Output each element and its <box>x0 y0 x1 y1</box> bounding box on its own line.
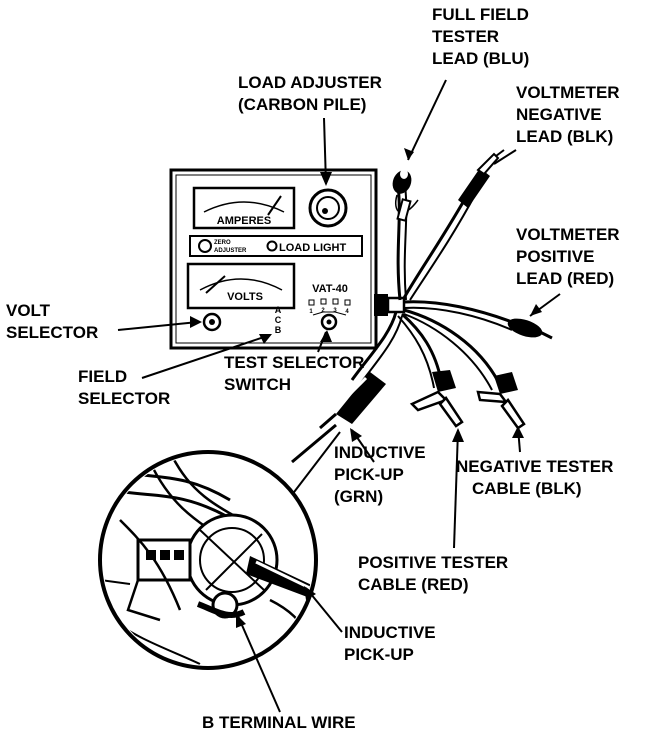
svg-text:LOAD ADJUSTER: LOAD ADJUSTER <box>238 73 382 92</box>
voltmeter-negative-probe <box>458 149 505 208</box>
svg-text:VOLT: VOLT <box>6 301 51 320</box>
switch-pos-3: 3 <box>333 308 337 314</box>
switch-pos-1: 1 <box>309 309 313 315</box>
callout-voltmeter-negative-lead: VOLTMETER NEGATIVE LEAD (BLK) <box>516 83 620 146</box>
alternator-detail <box>98 423 341 670</box>
leader-lines <box>117 79 561 713</box>
svg-text:TEST SELECTOR: TEST SELECTOR <box>224 353 364 372</box>
svg-text:B TERMINAL WIRE: B TERMINAL WIRE <box>202 713 356 732</box>
svg-text:INDUCTIVE: INDUCTIVE <box>334 443 426 462</box>
ammeter: AMPERES <box>192 186 296 230</box>
positive-tester-clamp <box>409 370 464 428</box>
svg-text:SELECTOR: SELECTOR <box>78 389 170 408</box>
zero-adjuster-strip: ZERO ADJUSTER LOAD LIGHT <box>189 235 363 257</box>
callout-positive-tester-cable: POSITIVE TESTER CABLE (RED) <box>358 553 508 594</box>
load-light-lamp <box>266 240 278 252</box>
svg-text:FIELD: FIELD <box>78 367 127 386</box>
svg-text:CABLE (BLK): CABLE (BLK) <box>472 479 582 498</box>
selector-pos-a: A <box>275 305 282 315</box>
callout-volt-selector: VOLT SELECTOR <box>6 301 98 342</box>
callout-load-adjuster: LOAD ADJUSTER (CARBON PILE) <box>238 73 382 114</box>
zero-adjuster-label-2: ADJUSTER <box>214 248 247 254</box>
svg-text:PICK-UP: PICK-UP <box>334 465 404 484</box>
callout-inductive-pickup-grn: INDUCTIVE PICK-UP (GRN) <box>334 443 426 506</box>
zero-adjuster-label-1: ZERO <box>214 240 231 246</box>
test-selector-knob[interactable] <box>320 313 338 331</box>
tester-housing-inner <box>175 174 372 344</box>
svg-text:LEAD (BLU): LEAD (BLU) <box>432 49 529 68</box>
svg-text:POSITIVE: POSITIVE <box>516 247 594 266</box>
load-adjuster-knob[interactable] <box>308 188 348 228</box>
svg-text:CABLE (RED): CABLE (RED) <box>358 575 469 594</box>
test-selector-positions: 1 2 3 4 <box>308 298 351 316</box>
full-field-probe <box>392 169 412 222</box>
svg-text:(CARBON PILE): (CARBON PILE) <box>238 95 366 114</box>
svg-text:FULL FIELD: FULL FIELD <box>432 5 529 24</box>
callout-b-terminal-wire: B TERMINAL WIRE <box>202 713 356 732</box>
switch-pos-4: 4 <box>345 309 349 315</box>
svg-text:NEGATIVE: NEGATIVE <box>516 105 602 124</box>
callout-field-selector: FIELD SELECTOR <box>78 367 170 408</box>
selector-pos-b: B <box>275 325 282 335</box>
model-label: VAT-40 <box>312 283 348 295</box>
load-light-label: LOAD LIGHT <box>279 242 346 254</box>
svg-text:LEAD (RED): LEAD (RED) <box>516 269 614 288</box>
callout-full-field-tester-lead: FULL FIELD TESTER LEAD (BLU) <box>432 5 529 68</box>
voltmeter-positive-probe <box>507 318 553 340</box>
svg-text:POSITIVE TESTER: POSITIVE TESTER <box>358 553 508 572</box>
voltmeter: VOLTS <box>186 262 296 310</box>
svg-text:LEAD (BLK): LEAD (BLK) <box>516 127 613 146</box>
selector-pos-c: C <box>275 315 282 325</box>
cable-grommet <box>374 294 406 316</box>
callout-voltmeter-positive-lead: VOLTMETER POSITIVE LEAD (RED) <box>516 225 620 288</box>
callout-inductive-pickup: INDUCTIVE PICK-UP <box>344 623 436 664</box>
negative-tester-clamp <box>476 372 526 430</box>
callout-test-selector-switch: TEST SELECTOR SWITCH <box>224 353 364 394</box>
tester-cables <box>350 184 513 391</box>
ammeter-label: AMPERES <box>217 215 271 227</box>
svg-text:VOLTMETER: VOLTMETER <box>516 225 620 244</box>
callout-negative-tester-cable: NEGATIVE TESTER CABLE (BLK) <box>456 457 613 498</box>
svg-text:PICK-UP: PICK-UP <box>344 645 414 664</box>
zero-adjuster-screw[interactable] <box>198 239 212 253</box>
svg-text:INDUCTIVE: INDUCTIVE <box>344 623 436 642</box>
volt-selector-knob[interactable] <box>202 312 222 332</box>
svg-text:SELECTOR: SELECTOR <box>6 323 98 342</box>
svg-text:VOLTMETER: VOLTMETER <box>516 83 620 102</box>
tester-unit: AMPERES ZERO ADJUSTER LOAD LIGHT VOLTS <box>169 168 378 350</box>
svg-text:(GRN): (GRN) <box>334 487 383 506</box>
voltmeter-label: VOLTS <box>227 291 263 303</box>
switch-pos-2: 2 <box>321 308 325 314</box>
svg-text:SWITCH: SWITCH <box>224 375 291 394</box>
svg-text:NEGATIVE TESTER: NEGATIVE TESTER <box>456 457 613 476</box>
inductive-pickup-clamp <box>319 372 386 430</box>
svg-text:TESTER: TESTER <box>432 27 499 46</box>
